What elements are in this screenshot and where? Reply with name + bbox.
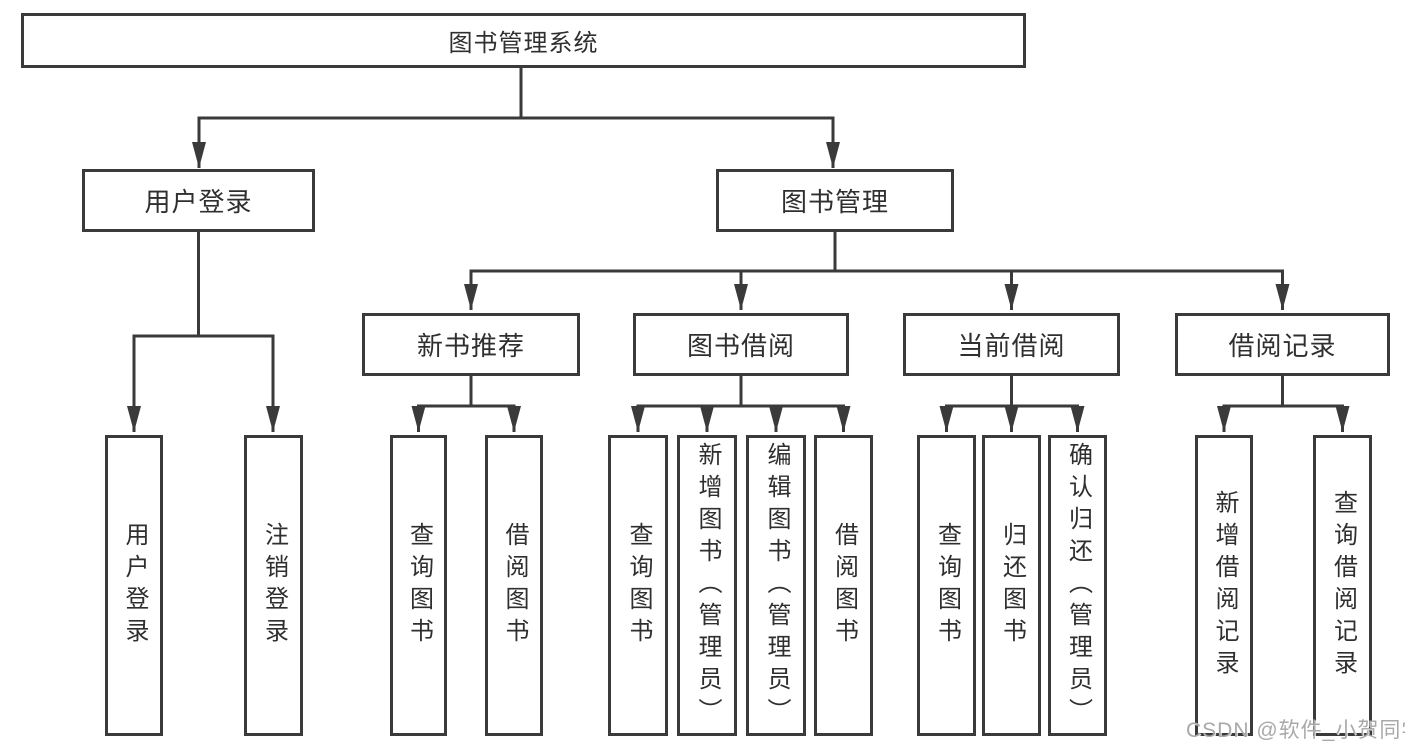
node-book-management: 图书管理	[716, 169, 954, 232]
leaf-confirm-return-admin: 确认归还（管理员）	[1048, 435, 1107, 736]
node-label: 当前借阅	[957, 331, 1066, 361]
node-label: 新书推荐	[416, 331, 525, 361]
leaf-label: 查询图书	[625, 521, 652, 650]
leaf-label: 新增借阅记录	[1211, 489, 1238, 682]
leaf-label: 查询图书	[933, 521, 961, 650]
leaf-query-books-recommend: 查询图书	[390, 435, 447, 736]
leaf-query-books-current: 查询图书	[917, 435, 976, 736]
leaf-query-borrow-record: 查询借阅记录	[1313, 435, 1372, 736]
leaf-label: 注销登录	[260, 521, 288, 650]
leaf-label: 确认归还（管理员）	[1064, 441, 1092, 730]
leaf-edit-book-admin: 编辑图书（管理员）	[746, 435, 806, 736]
leaf-user-login: 用户登录	[105, 435, 163, 736]
leaf-label: 查询借阅记录	[1329, 489, 1357, 682]
leaf-add-borrow-record: 新增借阅记录	[1195, 435, 1253, 736]
node-label: 借阅记录	[1228, 331, 1337, 361]
node-label: 图书管理系统	[448, 30, 599, 57]
leaf-label: 借阅图书	[501, 521, 528, 650]
leaf-query-books-borrow: 查询图书	[608, 435, 668, 736]
node-library-management-system: 图书管理系统	[21, 13, 1026, 68]
node-label: 用户登录	[144, 187, 253, 217]
leaf-return-books: 归还图书	[982, 435, 1041, 736]
node-borrow-records: 借阅记录	[1175, 313, 1390, 376]
leaf-add-book-admin: 新增图书（管理员）	[677, 435, 737, 736]
leaf-borrow-books: 借阅图书	[814, 435, 873, 736]
leaf-label: 归还图书	[998, 521, 1026, 650]
node-label: 图书管理	[780, 187, 889, 217]
node-user-login: 用户登录	[82, 169, 315, 232]
node-current-borrow: 当前借阅	[903, 313, 1120, 376]
leaf-label: 借阅图书	[830, 521, 858, 650]
leaf-label: 查询图书	[405, 521, 433, 650]
leaf-label: 新增图书（管理员）	[694, 441, 721, 730]
node-label: 图书借阅	[686, 331, 795, 361]
leaf-label: 用户登录	[121, 521, 148, 650]
csdn-watermark: CSDN @软件_小贺同学	[1186, 719, 1405, 742]
node-new-book-recommend: 新书推荐	[362, 313, 580, 376]
node-book-borrow: 图书借阅	[633, 313, 849, 376]
leaf-logout-login: 注销登录	[244, 435, 303, 736]
leaf-borrow-books-recommend: 借阅图书	[485, 435, 543, 736]
leaf-label: 编辑图书（管理员）	[763, 441, 790, 730]
